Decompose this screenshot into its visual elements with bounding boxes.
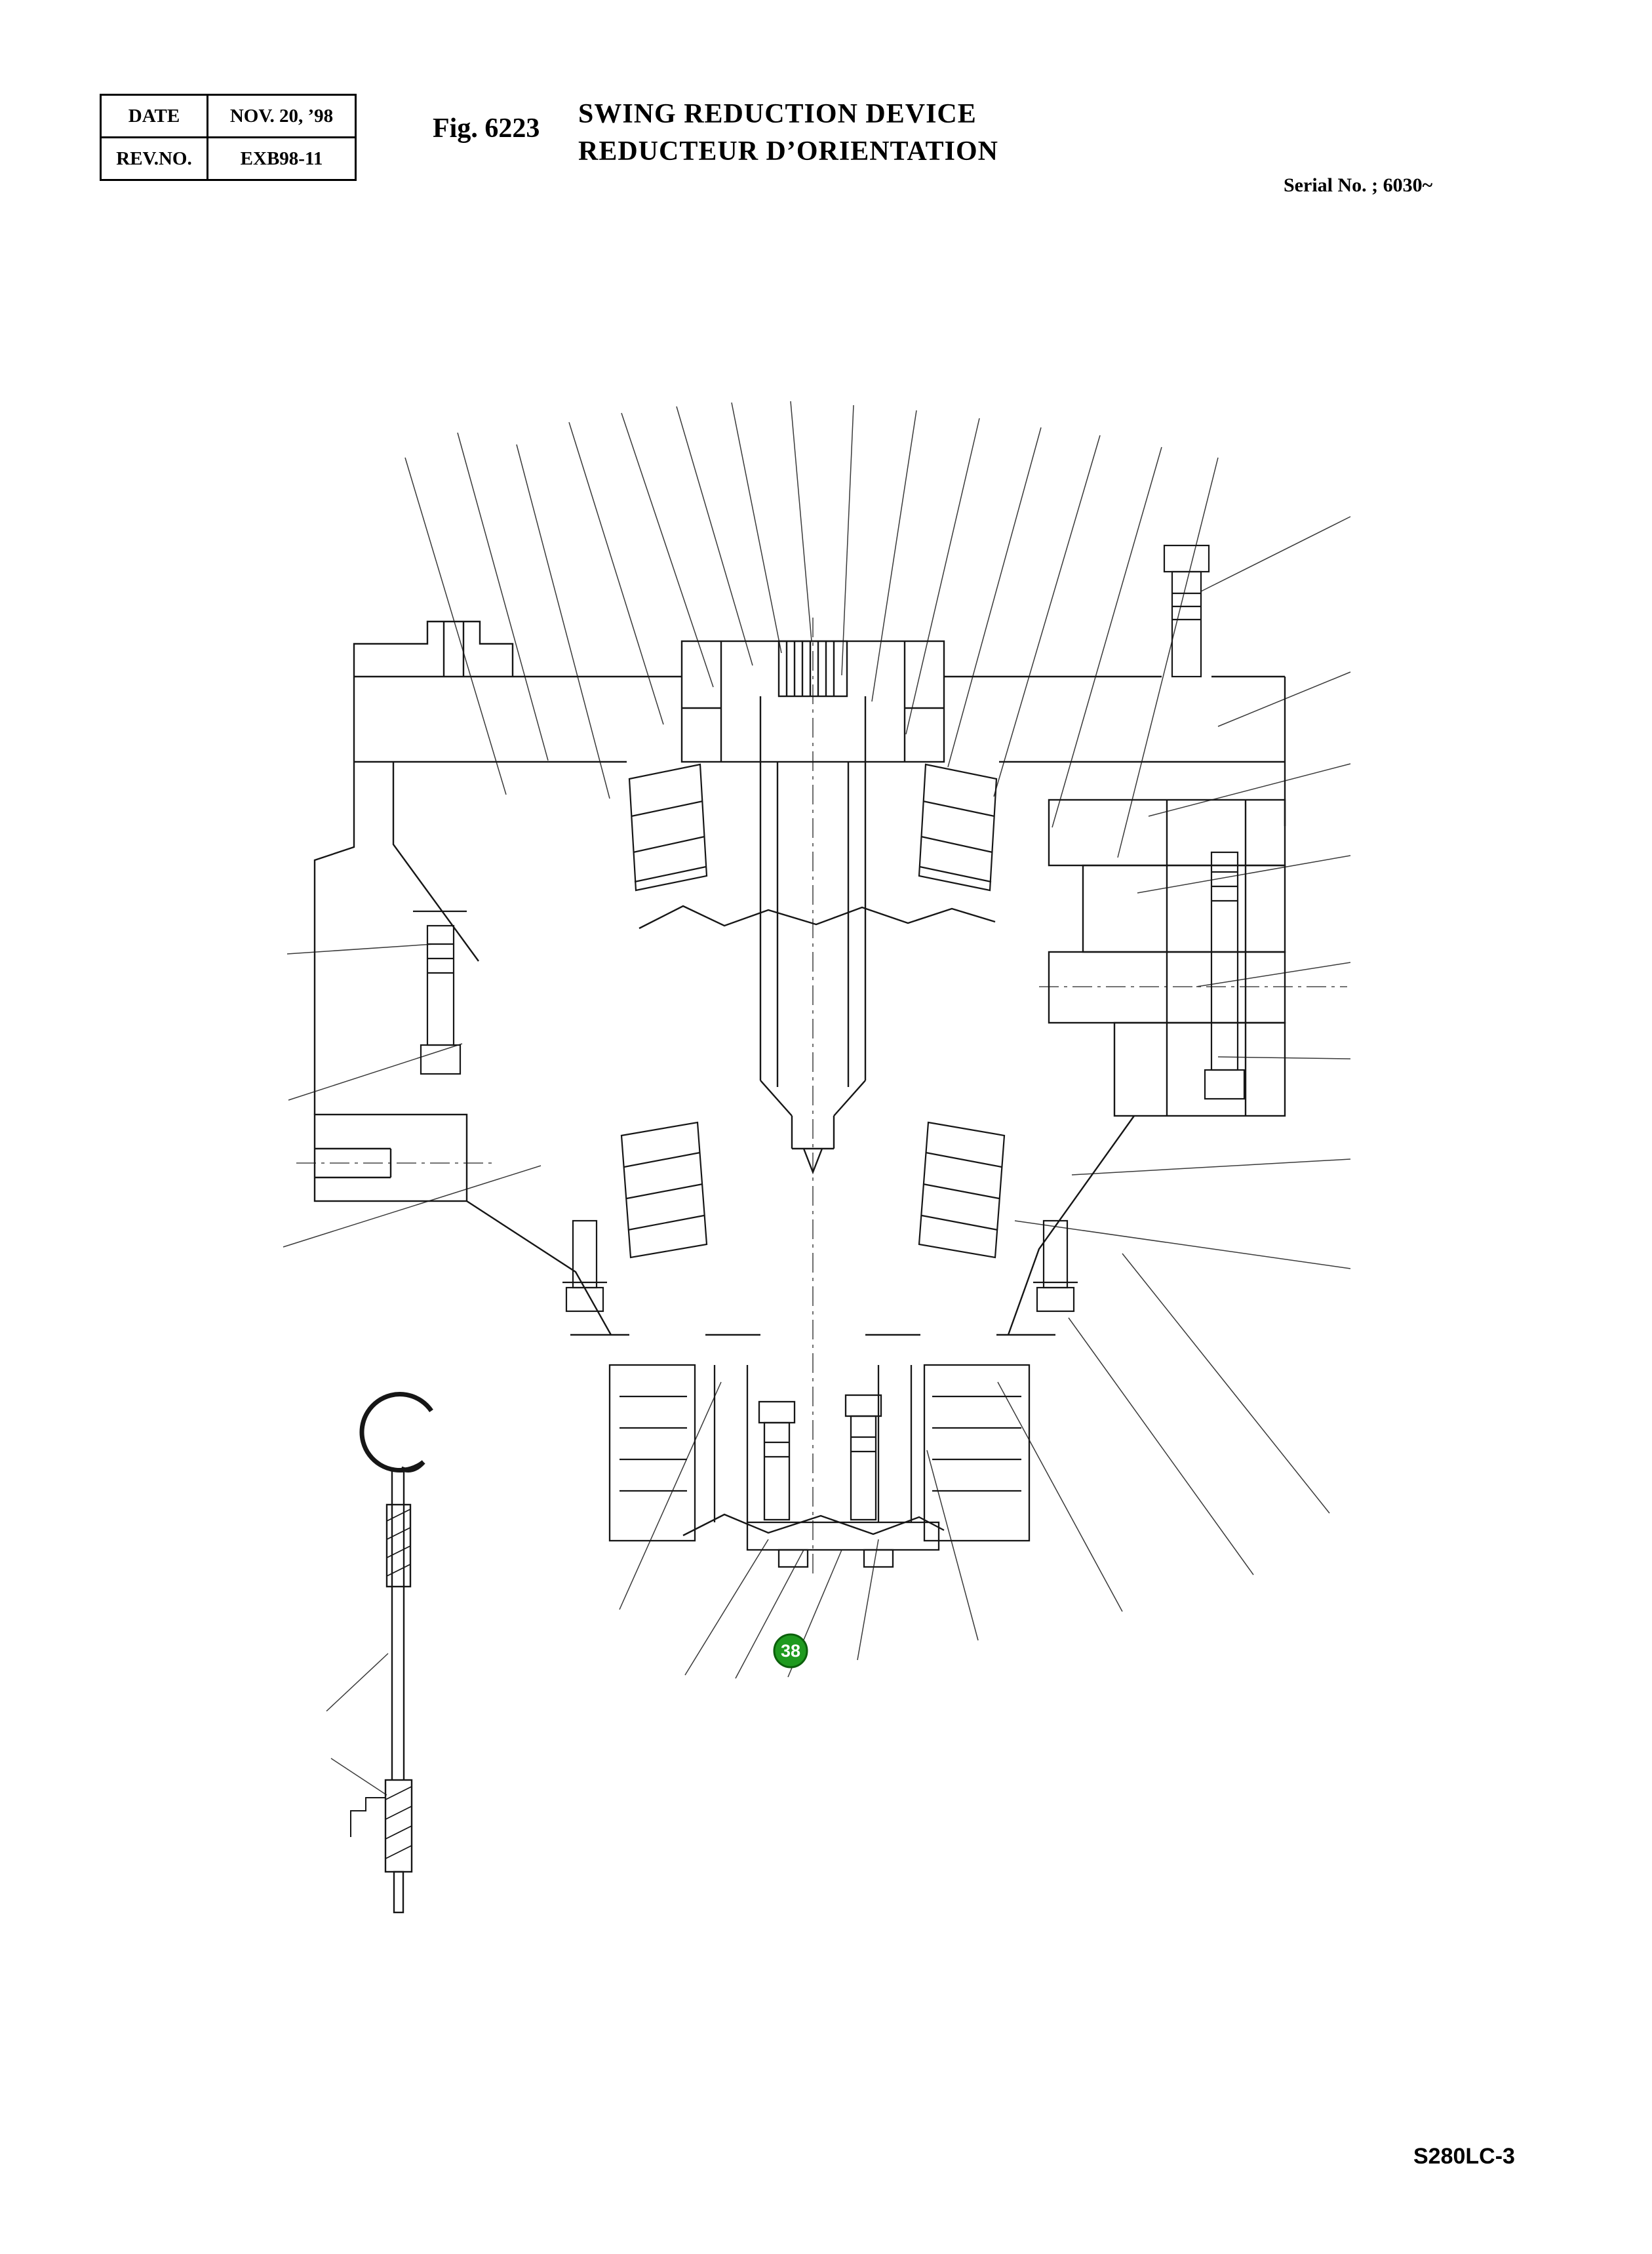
upper-bearings [628,763,998,892]
callout-number: 38 [781,1641,800,1661]
dipstick-drawing [326,1392,433,1914]
leader-lines [283,401,1351,1679]
table-row: REV.NO. EXB98-11 [100,136,357,181]
revision-table: DATE NOV. 20, ’98 REV.NO. EXB98-11 [100,94,357,181]
revno-label: REV.NO. [100,136,208,181]
center-lines [296,618,1347,1579]
pinion-assembly [608,1364,1031,1568]
table-row: DATE NOV. 20, ’98 [100,94,357,138]
figure-title-en: SWING REDUCTION DEVICE [578,99,977,129]
serial-number: Serial No. ; 6030~ [1284,174,1433,196]
revno-value: EXB98-11 [206,136,357,181]
bolts [413,544,1246,1313]
housing-outline [313,620,1286,1537]
dipstick-ring-icon [350,1392,433,1914]
dipstick-leader-lines [326,1653,389,1796]
model-code: S280LC-3 [1413,2144,1515,2169]
callout-circle [773,1633,808,1669]
figure-title: SWING REDUCTION DEVICE REDUCTEUR D’ORIEN… [578,96,998,170]
lower-bearings [620,1121,1006,1259]
date-value: NOV. 20, ’98 [206,94,357,138]
figure-title-fr: REDUCTEUR D’ORIENTATION [578,136,999,167]
input-shaft [759,696,867,1175]
part-callout-38: 38 [773,1633,808,1669]
date-label: DATE [100,94,208,138]
cross-section-drawing [283,401,1351,1679]
figure-number: Fig. 6223 [433,113,540,144]
